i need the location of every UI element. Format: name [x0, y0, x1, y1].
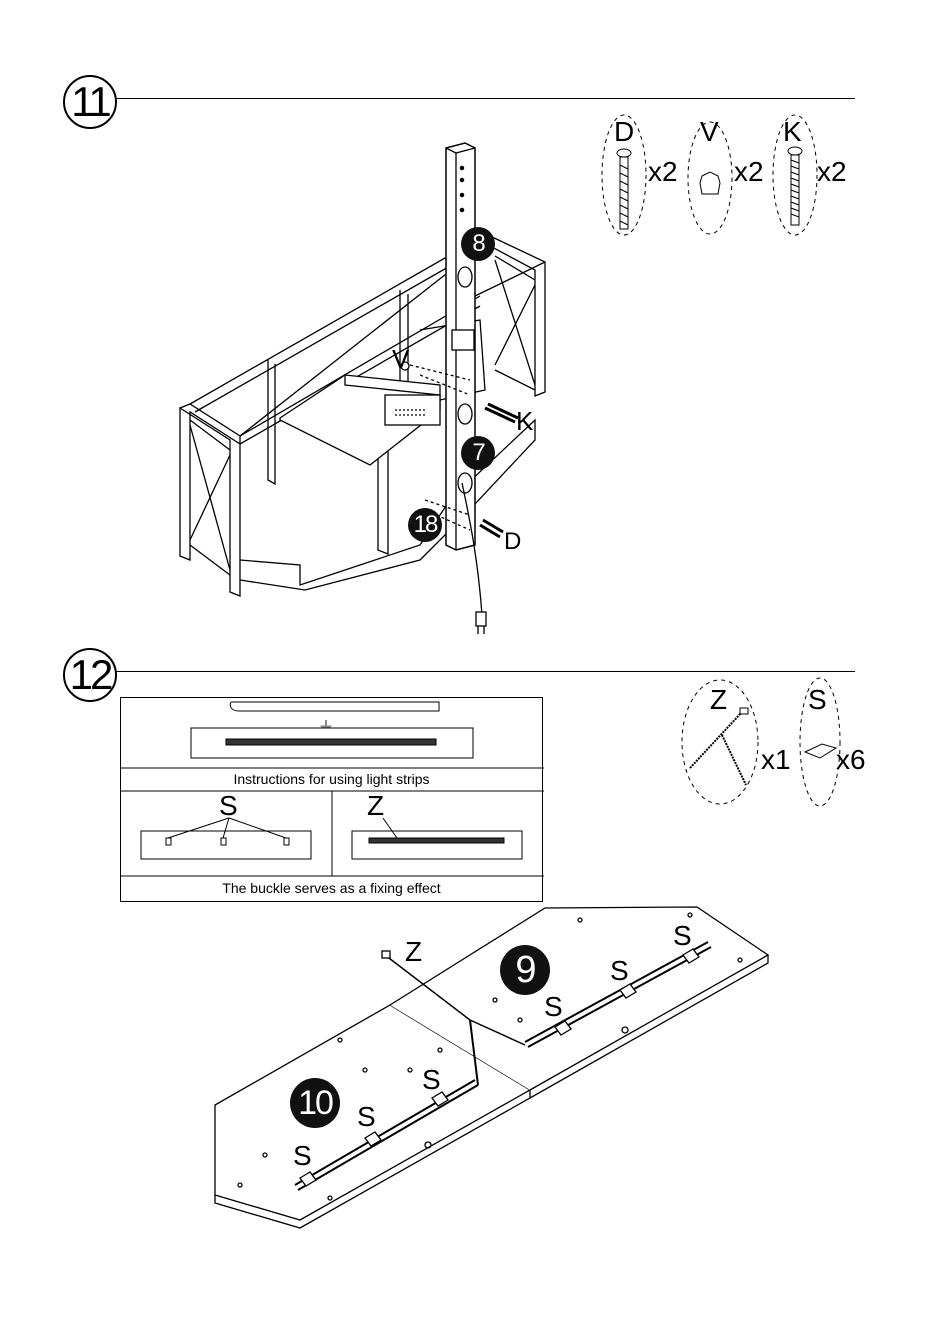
part-10-badge-text: 10	[298, 1084, 332, 1123]
part-9-badge: 9	[500, 945, 550, 995]
board-label-s: S	[673, 922, 692, 950]
board-label-z: Z	[405, 938, 422, 966]
board-label-s: S	[357, 1103, 376, 1131]
board-label-s: S	[293, 1142, 312, 1170]
part-10-badge: 10	[290, 1078, 340, 1128]
board-label-s: S	[422, 1066, 441, 1094]
z-connector	[382, 951, 390, 958]
board-label-s: S	[544, 993, 563, 1021]
board-label-s: S	[610, 957, 629, 985]
part-9-badge-text: 9	[515, 949, 534, 992]
